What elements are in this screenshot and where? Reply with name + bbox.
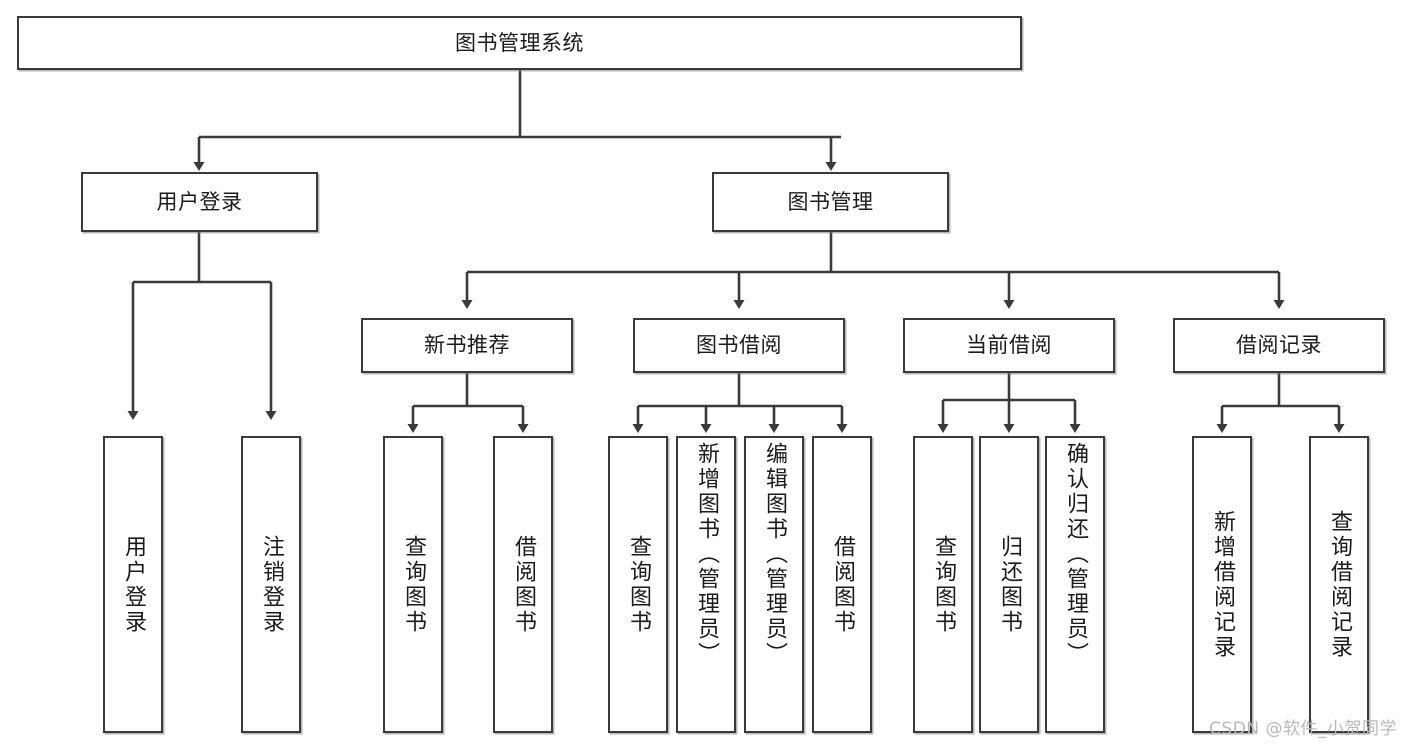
leaf-new-book-2[interactable]: 借阅图书 [493,436,553,733]
leaf-new-book-1[interactable]: 查询图书 [383,436,443,733]
leaf-book-borrow-1[interactable]: 查询图书 [608,436,668,733]
node-book-management-label: 图书管理 [787,189,874,214]
leaf-user-login-2-label: 注销登录 [259,534,284,635]
leaf-book-borrow-3-label: 编辑图书（管理员） [762,442,787,667]
node-root-label: 图书管理系统 [455,30,584,55]
leaf-borrow-record-1-label: 新增借阅记录 [1210,509,1235,660]
leaf-book-borrow-1-label: 查询图书 [626,534,651,635]
leaf-book-borrow-2-label: 新增图书（管理员） [694,442,719,667]
node-root[interactable]: 图书管理系统 [17,16,1022,70]
leaf-borrow-record-1[interactable]: 新增借阅记录 [1192,436,1252,733]
node-book-borrow[interactable]: 图书借阅 [633,318,845,373]
leaf-new-book-1-label: 查询图书 [401,534,426,635]
leaf-book-borrow-3[interactable]: 编辑图书（管理员） [744,436,804,733]
watermark-text: CSDN @软件_小贺同学 [1209,719,1397,739]
leaf-book-borrow-4-label: 借阅图书 [830,534,855,635]
node-new-book-recommend[interactable]: 新书推荐 [361,318,573,373]
leaf-user-login-2[interactable]: 注销登录 [241,436,301,733]
leaf-book-borrow-2[interactable]: 新增图书（管理员） [676,436,736,733]
leaf-current-borrow-3[interactable]: 确认归还（管理员） [1045,436,1105,733]
node-borrow-record-label: 借阅记录 [1236,333,1322,358]
leaf-current-borrow-2-label: 归还图书 [997,534,1022,635]
leaf-user-login-1[interactable]: 用户登录 [103,436,163,733]
node-current-borrow[interactable]: 当前借阅 [903,318,1115,373]
leaf-current-borrow-1[interactable]: 查询图书 [913,436,973,733]
node-book-management[interactable]: 图书管理 [712,172,949,232]
leaf-borrow-record-2-label: 查询借阅记录 [1327,509,1352,660]
node-user-login[interactable]: 用户登录 [81,172,318,232]
node-new-book-recommend-label: 新书推荐 [424,333,510,358]
leaf-user-login-1-label: 用户登录 [121,534,146,635]
node-user-login-label: 用户登录 [156,189,243,214]
leaf-book-borrow-4[interactable]: 借阅图书 [812,436,872,733]
node-current-borrow-label: 当前借阅 [966,333,1052,358]
leaf-current-borrow-3-label: 确认归还（管理员） [1063,442,1088,667]
leaf-current-borrow-2[interactable]: 归还图书 [979,436,1039,733]
node-book-borrow-label: 图书借阅 [696,333,782,358]
leaf-borrow-record-2[interactable]: 查询借阅记录 [1309,436,1369,733]
node-borrow-record[interactable]: 借阅记录 [1173,318,1385,373]
leaf-new-book-2-label: 借阅图书 [511,534,536,635]
leaf-current-borrow-1-label: 查询图书 [931,534,956,635]
